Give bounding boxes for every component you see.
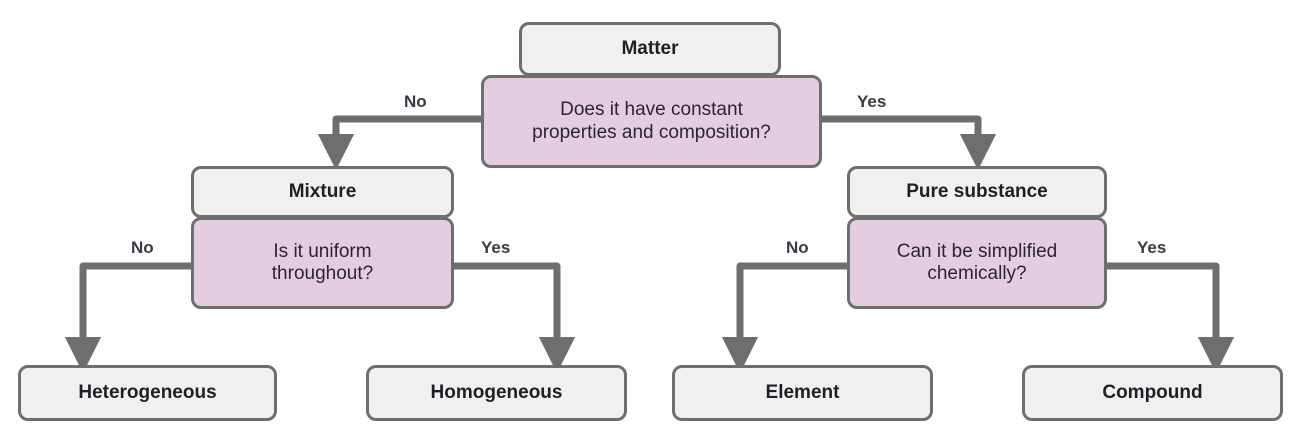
edge-label-mixture-no: No [131, 238, 154, 257]
node-matter[interactable]: Matter [519, 22, 781, 76]
edge-root-yes [822, 115, 997, 171]
node-mixture-question-label: Is it uniform throughout? [271, 240, 374, 284]
edge-mixture-yes [454, 262, 576, 374]
node-pure-substance-label: Pure substance [906, 180, 1048, 202]
edge-label-mixture-yes: Yes [481, 238, 511, 257]
node-pure-question[interactable]: Can it be simplified chemically? [847, 217, 1107, 309]
node-heterogeneous[interactable]: Heterogeneous [18, 365, 277, 421]
node-element[interactable]: Element [672, 365, 933, 421]
node-root-question[interactable]: Does it have constant properties and com… [481, 75, 822, 168]
edge-label-pure-yes: Yes [1137, 238, 1167, 257]
edge-label-root-yes: Yes [857, 92, 887, 111]
node-pure-substance[interactable]: Pure substance [847, 166, 1107, 218]
edge-root-no [317, 115, 481, 171]
edge-label-root-no: No [404, 92, 427, 111]
node-element-label: Element [765, 381, 840, 403]
node-homogeneous[interactable]: Homogeneous [366, 365, 627, 421]
node-pure-question-label: Can it be simplified chemically? [896, 240, 1058, 284]
node-homogeneous-label: Homogeneous [430, 381, 563, 403]
node-compound[interactable]: Compound [1022, 365, 1283, 421]
edge-mixture-no [64, 262, 191, 374]
node-root-question-label: Does it have constant properties and com… [532, 99, 771, 143]
node-mixture-label: Mixture [288, 180, 357, 202]
edge-label-pure-no: No [786, 238, 809, 257]
edge-pure-yes [1107, 262, 1235, 374]
node-matter-label: Matter [621, 37, 679, 59]
node-compound-label: Compound [1102, 381, 1203, 403]
node-mixture-question[interactable]: Is it uniform throughout? [191, 217, 454, 309]
node-mixture[interactable]: Mixture [191, 166, 454, 218]
edge-pure-no [721, 262, 847, 374]
node-heterogeneous-label: Heterogeneous [78, 381, 217, 403]
